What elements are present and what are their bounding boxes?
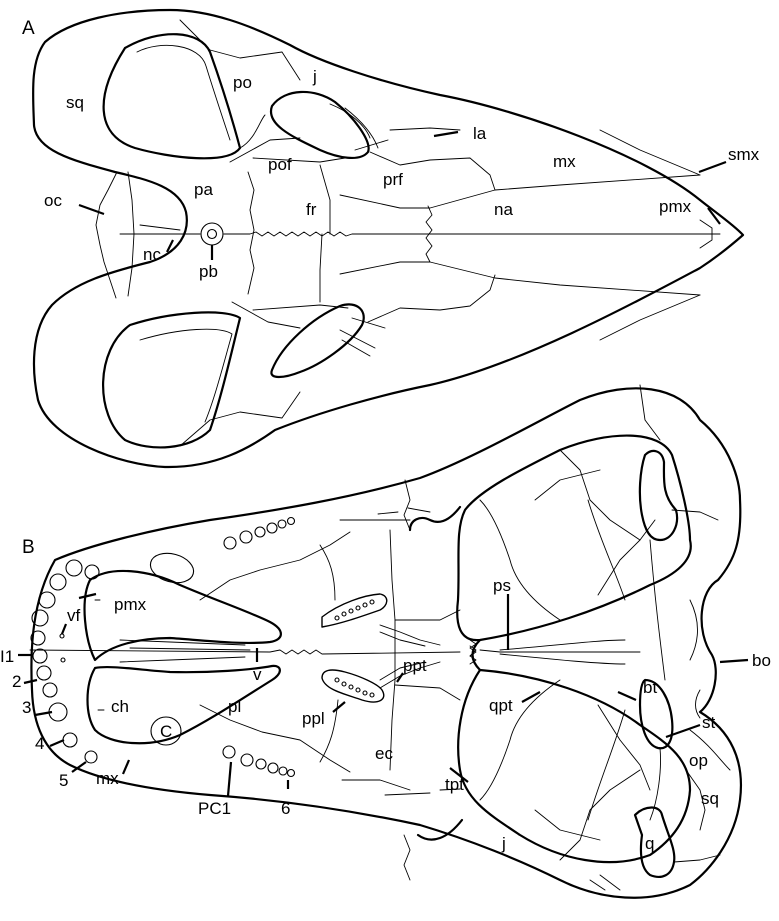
label-b-qpt: qpt xyxy=(489,696,513,715)
label-a-prf: prf xyxy=(383,170,403,189)
label-a-po: po xyxy=(233,73,252,92)
label-b-2: 2 xyxy=(12,672,21,691)
label-b-ec: ec xyxy=(375,744,393,763)
label-a-j: j xyxy=(312,67,317,86)
label-a-oc: oc xyxy=(44,191,62,210)
label-a-pmx: pmx xyxy=(659,197,692,216)
label-b-4: 4 xyxy=(35,734,44,753)
label-b-v: v xyxy=(253,665,262,684)
label-b-tpt: tpt xyxy=(445,775,464,794)
label-a-fr: fr xyxy=(306,200,317,219)
label-b-st: st xyxy=(702,713,716,732)
panel-b-ventral-view: B vf pmx ps bo I1 2 v ppt bt 3 ch pl ppl… xyxy=(0,384,771,899)
label-b-mx: mx xyxy=(96,769,119,788)
panel-b-quadrate-upper xyxy=(638,449,679,542)
label-b-ps: ps xyxy=(493,576,511,595)
label-b-ch: ch xyxy=(111,697,129,716)
label-a-pb: pb xyxy=(199,262,218,281)
panel-a-label: A xyxy=(22,18,35,39)
label-a-sq: sq xyxy=(66,93,84,112)
label-a-na: na xyxy=(494,200,513,219)
panel-b-basal-tuber xyxy=(638,678,674,750)
label-b-C: C xyxy=(160,722,172,741)
label-b-pmx: pmx xyxy=(114,595,147,614)
panel-b-skull-outline xyxy=(30,387,742,899)
label-b-bt: bt xyxy=(643,678,657,697)
label-b-op: op xyxy=(689,751,708,770)
panel-a-orbit-upper xyxy=(269,90,370,159)
label-b-j: j xyxy=(501,834,506,853)
panel-a-skull-outline xyxy=(32,8,745,469)
label-b-I1: I1 xyxy=(0,647,14,666)
panel-b-interpterygoid-lower xyxy=(457,668,692,864)
panel-a-temporal-fenestra-lower xyxy=(102,311,242,449)
label-b-PC1: PC1 xyxy=(198,799,231,818)
label-b-bo: bo xyxy=(752,651,771,670)
label-b-q: q xyxy=(645,834,654,853)
label-b-5: 5 xyxy=(59,771,68,790)
panel-b-choana xyxy=(86,664,281,745)
label-b-ppt: ppt xyxy=(403,656,427,675)
label-b-3: 3 xyxy=(22,698,31,717)
label-a-nc: nc xyxy=(143,245,161,264)
label-b-ppl: ppl xyxy=(302,709,325,728)
panel-b-quadrate-lower xyxy=(633,806,676,879)
label-a-mx: mx xyxy=(553,152,576,171)
panel-b-interpterygoid-upper xyxy=(456,434,692,642)
label-a-smx: smx xyxy=(728,145,760,164)
label-b-sq: sq xyxy=(701,789,719,808)
label-a-la: la xyxy=(473,124,487,143)
panel-a-orbit-lower xyxy=(270,303,365,379)
label-b-6: 6 xyxy=(281,799,290,818)
label-b-pl: pl xyxy=(228,697,241,716)
label-a-pof: pof xyxy=(268,155,292,174)
label-a-pa: pa xyxy=(194,180,213,199)
panel-b-pmx-region xyxy=(83,569,282,662)
panel-a-dorsal-view: A sq po j la mx smx pof prf oc pa fr na … xyxy=(22,8,760,469)
panel-b-canine-tooth xyxy=(150,716,182,746)
panel-b-label: B xyxy=(22,537,35,558)
label-b-vf: vf xyxy=(67,606,81,625)
